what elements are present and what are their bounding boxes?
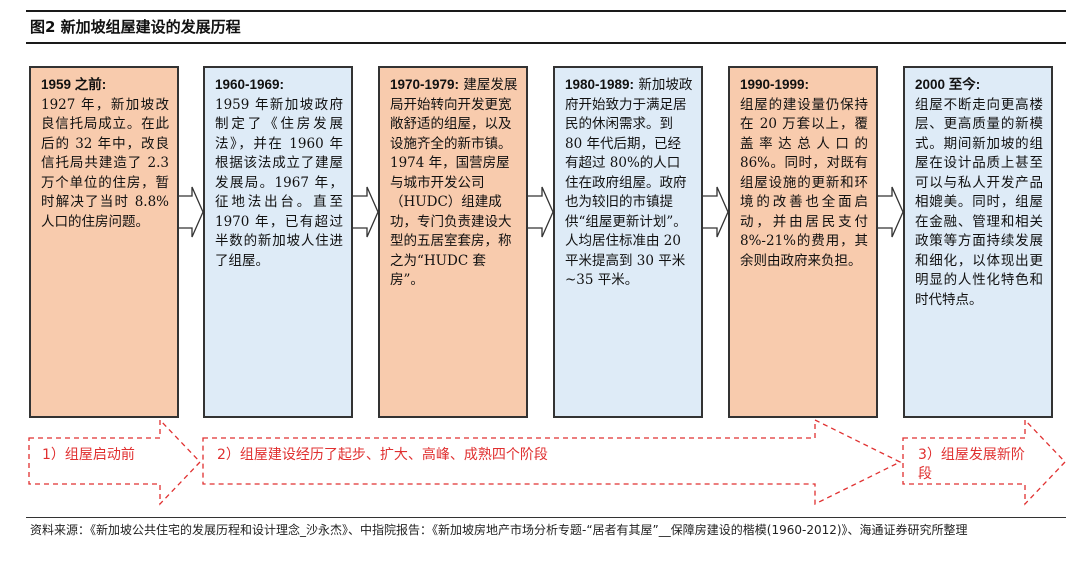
phase-box-1970s: 1970-1979: 建屋发展局开始转向开发更宽敞舒适的组屋，以及设施齐全的新市…: [378, 66, 528, 418]
phase-period: 1970-1979:: [390, 77, 460, 92]
source-rule: [26, 517, 1066, 518]
figure-title: 图2 新加坡组屋建设的发展历程: [30, 18, 241, 36]
phase-period: 1990-1999:: [740, 77, 810, 92]
phase-body: 1959 年新加坡政府制定了《住房发展法》，并在 1960 年根据该法成立了建屋…: [215, 96, 343, 269]
phase-body: 组屋的建设量仍保持在 20 万套以上，覆盖率达总人口的 86%。同时，对既有组屋…: [740, 96, 868, 269]
phase-period: 1959 之前:: [41, 77, 107, 92]
phase-box-1990s: 1990-1999: 组屋的建设量仍保持在 20 万套以上，覆盖率达总人口的 8…: [728, 66, 878, 418]
stage-label-new-phase-line2: 段: [918, 466, 932, 482]
stage-label-four-phases: 2）组屋建设经历了起步、扩大、高峰、成熟四个阶段: [217, 447, 548, 463]
source-note: 资料来源：《新加坡公共住宅的发展历程和设计理念_沙永杰》、中指院报告：《新加坡房…: [30, 523, 968, 537]
stage-label-new-phase-line1: 3）组屋发展新阶: [918, 447, 1025, 463]
phase-box-1960s: 1960-1969: 1959 年新加坡政府制定了《住房发展法》，并在 1960…: [203, 66, 353, 418]
phase-body: 新加坡政府开始致力于满足居民的休闲需求。到 80 年代后期，已经有超过 80%的…: [565, 77, 693, 288]
phase-box-2000-present: 2000 至今: 组屋不断走向更高楼层、更高质量的新模式。期间新加坡的组屋在设计…: [903, 66, 1053, 418]
stage-label-pre-launch: 1）组屋启动前: [42, 447, 135, 463]
phase-body: 组屋不断走向更高楼层、更高质量的新模式。期间新加坡的组屋在设计品质上甚至可以与私…: [915, 96, 1043, 308]
phase-period: 1960-1969:: [215, 77, 285, 92]
title-bottom-rule: [26, 42, 1066, 44]
phase-period: 1980-1989:: [565, 77, 635, 92]
block-arrow-3: [528, 186, 554, 238]
phase-period: 2000 至今:: [915, 77, 981, 92]
block-arrow-1: [179, 186, 204, 238]
phase-body: 1927 年，新加坡改良信托局成立。在此后的 32 年中，改良信托局共建造了 2…: [41, 96, 169, 230]
stage-arrow-3: [902, 418, 1066, 506]
stage-arrow-2: [202, 418, 902, 506]
phase-body: 建屋发展局开始转向开发更宽敞舒适的组屋，以及设施齐全的新市镇。1974 年，国营…: [390, 77, 518, 288]
stage-arrow-1: [28, 418, 201, 506]
phase-box-pre-1959: 1959 之前: 1927 年，新加坡改良信托局成立。在此后的 32 年中，改良…: [29, 66, 179, 418]
block-arrow-2: [353, 186, 379, 238]
phase-box-1980s: 1980-1989: 新加坡政府开始致力于满足居民的休闲需求。到 80 年代后期…: [553, 66, 703, 418]
title-top-rule: [26, 10, 1066, 12]
block-arrow-5: [878, 186, 904, 238]
block-arrow-4: [703, 186, 729, 238]
